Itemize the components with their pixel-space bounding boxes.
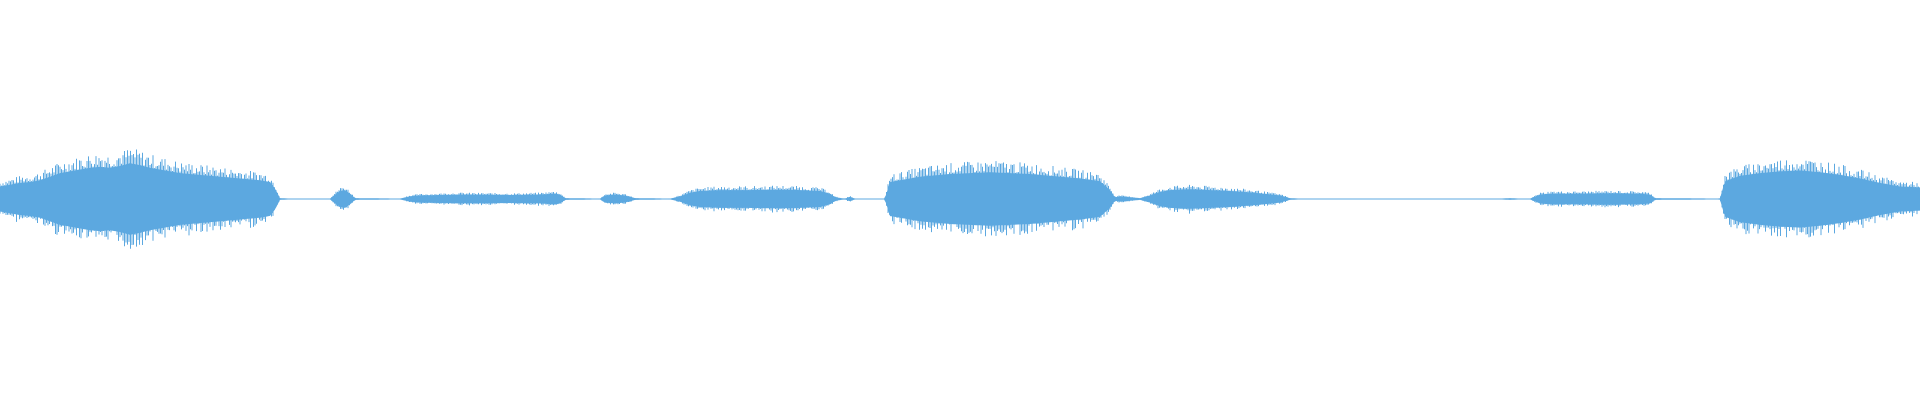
waveform-spikes (0, 149, 1919, 249)
